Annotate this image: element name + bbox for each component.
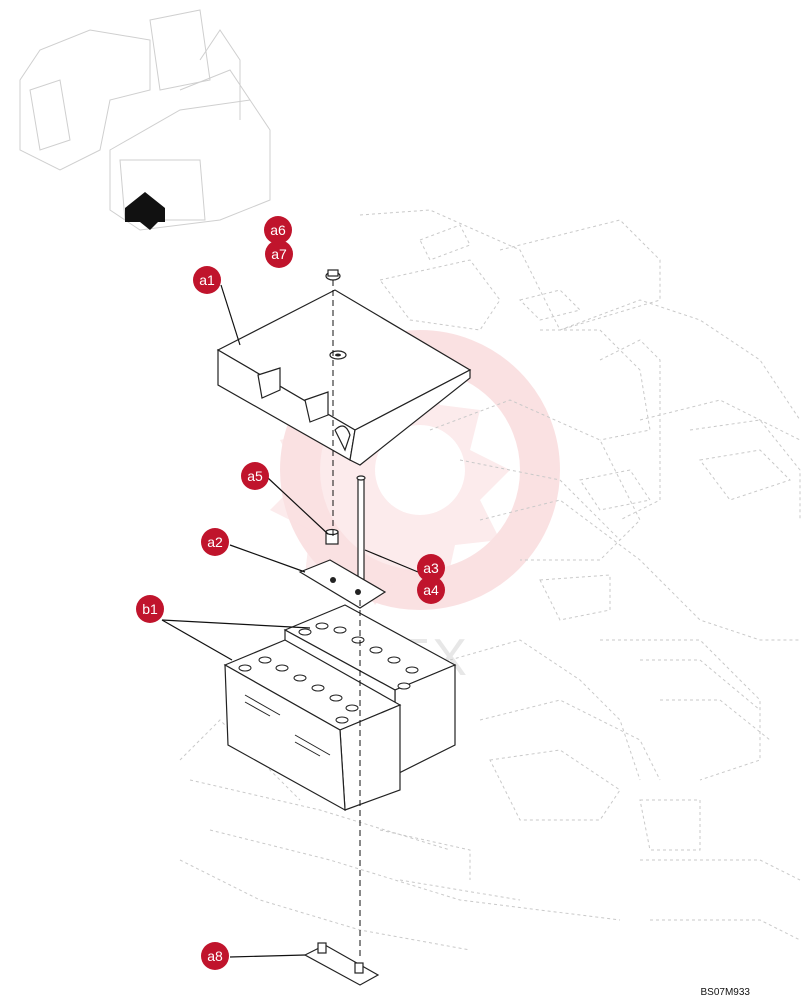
svg-text:a6: a6 <box>270 222 286 238</box>
svg-text:b1: b1 <box>142 601 158 617</box>
callout-a6: a6 <box>264 216 292 244</box>
bracket-part <box>298 559 387 609</box>
leader-lines <box>161 284 419 958</box>
svg-text:a7: a7 <box>271 246 287 262</box>
machine-frame-ghost <box>179 209 801 951</box>
hold-down-rod-part <box>356 475 366 589</box>
callout-b1: b1 <box>136 595 164 623</box>
svg-text:a4: a4 <box>423 582 439 598</box>
top-nut-part <box>325 269 341 281</box>
svg-text:a8: a8 <box>207 948 223 964</box>
battery-front <box>223 639 402 812</box>
washer-part <box>325 528 339 545</box>
callout-a3: a3 <box>417 554 445 582</box>
callout-a8: a8 <box>201 942 229 970</box>
svg-text:a2: a2 <box>207 534 223 550</box>
locator-arrow-icon <box>125 192 165 222</box>
callout-a4: a4 <box>417 576 445 604</box>
svg-text:a5: a5 <box>247 468 263 484</box>
callout-a5: a5 <box>241 462 269 490</box>
callout-a2: a2 <box>201 528 229 556</box>
base-plate-part <box>303 942 380 986</box>
callout-a1: a1 <box>193 266 221 294</box>
drawing-code: BS07M933 <box>700 987 750 998</box>
svg-text:a1: a1 <box>199 272 215 288</box>
callout-a7: a7 <box>265 240 293 268</box>
battery-cover-part <box>216 289 472 466</box>
svg-text:a3: a3 <box>423 560 439 576</box>
locator-machine-thumbnail <box>19 9 271 231</box>
